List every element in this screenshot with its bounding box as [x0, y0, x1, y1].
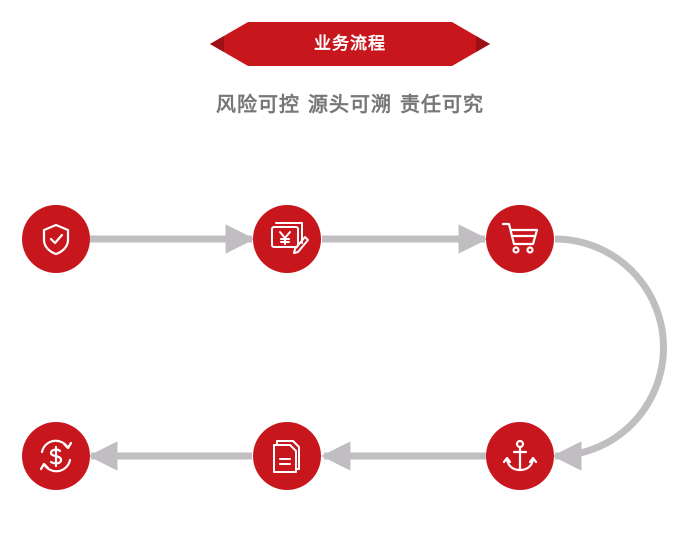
step-5: [253, 422, 321, 490]
title-banner: 业务流程: [210, 18, 490, 70]
document-icon: [273, 440, 300, 473]
shopping-cart-icon: [501, 222, 539, 254]
connectors: [88, 224, 667, 471]
step-6: [22, 422, 90, 490]
yuan-payment-card-icon: [271, 222, 309, 254]
anchor-icon: [502, 439, 538, 472]
subtitle: 风险可控 源头可溯 责任可究: [216, 92, 484, 116]
banner-shape: [210, 22, 490, 66]
step-4: [486, 422, 554, 490]
banner-title: 业务流程: [314, 34, 386, 54]
dollar-exchange-icon: [39, 439, 73, 473]
step-circle: [486, 205, 554, 273]
step-circle: [253, 422, 321, 490]
step-2: [253, 205, 321, 273]
step-1: [22, 205, 90, 273]
step-3: [486, 205, 554, 273]
step-circle: [22, 205, 90, 273]
shield-check-icon: [42, 223, 70, 256]
curved-arrow-step3-to-step4: [552, 235, 667, 471]
